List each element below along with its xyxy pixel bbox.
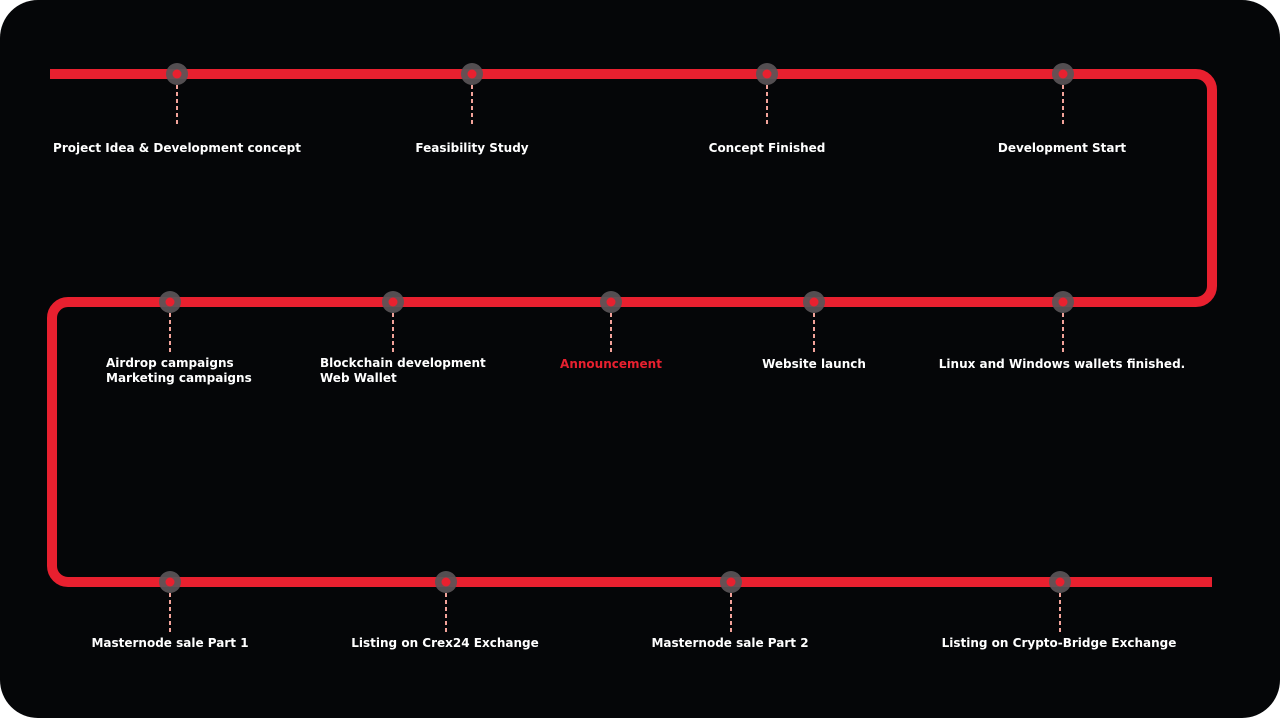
milestone-node-dot: [165, 577, 175, 587]
milestone-label-development-start: Development Start: [997, 141, 1127, 155]
milestone-node-dot: [172, 69, 182, 79]
milestone-label-announcement: Announcement: [560, 357, 662, 371]
milestone-node-dot: [388, 297, 398, 307]
milestone-label-website-launch: Website launch: [762, 357, 866, 371]
milestone-node-dot: [809, 297, 819, 307]
milestone-node-dot: [726, 577, 736, 587]
milestone-label-concept-finished: Concept Finished: [708, 141, 826, 155]
milestone-label-masternode-sale-1: Masternode sale Part 1: [91, 636, 249, 650]
milestone-node-dot: [441, 577, 451, 587]
milestone-label-crex24-listing: Listing on Crex24 Exchange: [351, 636, 539, 650]
milestone-label-blockchain-web-wallet: Blockchain development Web Wallet: [320, 356, 486, 385]
milestone-label-masternode-sale-2: Masternode sale Part 2: [651, 636, 809, 650]
milestone-node-dot: [165, 297, 175, 307]
milestone-label-feasibility-study: Feasibility Study: [415, 141, 529, 155]
milestone-node-dot: [1058, 69, 1068, 79]
milestone-node-dot: [1055, 577, 1065, 587]
milestone-label-wallets-finished: Linux and Windows wallets finished.: [938, 357, 1186, 371]
milestone-label-airdrop-marketing: Airdrop campaigns Marketing campaigns: [106, 356, 252, 385]
milestone-label-project-idea: Project Idea & Development concept: [53, 141, 301, 155]
milestone-node-dot: [606, 297, 616, 307]
milestone-node-dot: [467, 69, 477, 79]
milestone-node-dot: [762, 69, 772, 79]
roadmap-path: [47, 69, 1217, 587]
milestone-label-crypto-bridge-listing: Listing on Crypto-Bridge Exchange: [941, 636, 1177, 650]
milestone-node-dot: [1058, 297, 1068, 307]
